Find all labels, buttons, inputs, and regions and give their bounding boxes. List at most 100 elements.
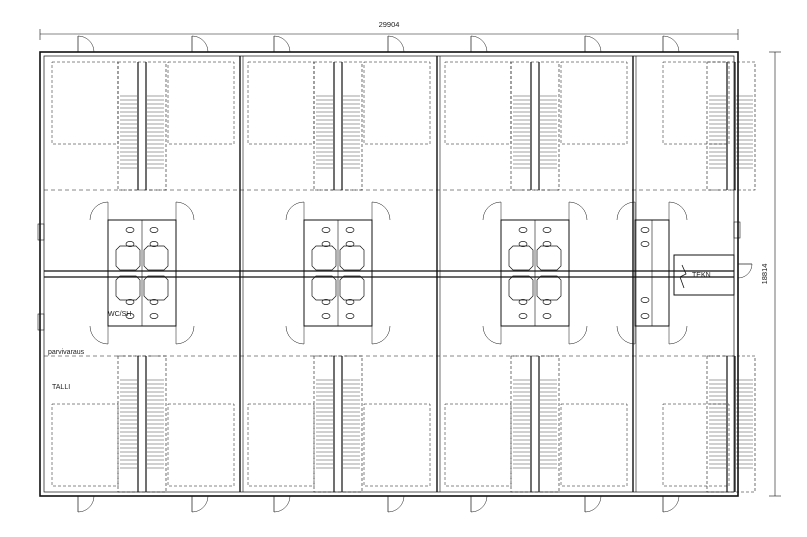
door-arc [668,201,688,221]
technical-room [673,254,735,296]
door-arc [285,325,305,345]
stall-box [662,61,730,145]
toilet-icon [321,227,331,233]
stall-box [560,61,628,145]
toilet-icon [149,313,159,319]
stair-shaft [706,61,756,191]
shower-outline [143,275,169,301]
toilet-icon [640,297,650,303]
door-arc [662,495,680,513]
door-arc [387,35,405,53]
toilet-icon [542,313,552,319]
door-arc [662,35,680,53]
door-arc [668,325,688,345]
stall-box [167,61,235,145]
door-arc [584,495,602,513]
width-dimension: 29904 [379,20,400,29]
shower-outline [311,245,337,271]
stall-box [444,403,512,487]
loft-label: parvivaraus [48,349,85,356]
stair-shaft [706,355,756,493]
shower-outline [115,275,141,301]
door-arc [77,495,95,513]
toilet-icon [321,299,331,305]
toilet-icon [518,227,528,233]
door-arc [568,201,588,221]
stall-box [363,403,431,487]
door-arc [175,325,195,345]
door-arc [737,263,753,279]
door-arc [273,495,291,513]
stair-shaft [117,61,167,191]
door-arc [470,35,488,53]
window-mark [37,313,45,331]
door-arc [191,35,209,53]
stall-box [560,403,628,487]
toilet-icon [345,227,355,233]
toilet-icon [321,241,331,247]
wc-label: WC/SH [108,311,131,318]
shower-outline [536,245,562,271]
toilet-icon [518,299,528,305]
door-arc [273,35,291,53]
toilet-icon [125,299,135,305]
door-arc [371,325,391,345]
door-arc [89,201,109,221]
stall-box [662,403,730,487]
height-dimension: 18814 [760,264,769,285]
door-arc [175,201,195,221]
shower-outline [339,275,365,301]
door-arc [470,495,488,513]
door-arc [371,201,391,221]
door-arc [387,495,405,513]
door-arc [616,325,636,345]
toilet-icon [149,241,159,247]
shower-outline [339,245,365,271]
shower-outline [508,275,534,301]
stall-box [167,403,235,487]
stall-box [363,61,431,145]
toilet-icon [542,241,552,247]
toilet-icon [518,241,528,247]
toilet-icon [542,227,552,233]
toilet-icon [345,241,355,247]
window-mark [733,221,741,239]
stall-box [247,403,315,487]
door-arc [285,201,305,221]
door-arc [89,325,109,345]
toilet-icon [542,299,552,305]
toilet-icon [640,227,650,233]
door-arc [584,35,602,53]
toilet-icon [125,241,135,247]
tekn-label: TEKN [692,272,711,279]
door-arc [482,201,502,221]
door-arc [616,201,636,221]
toilet-icon [345,313,355,319]
outer-wall [39,51,739,497]
stall-box [444,61,512,145]
toilet-icon [125,227,135,233]
stall-box [51,61,119,145]
stable-label: TALLI [52,384,70,391]
toilet-icon [321,313,331,319]
toilet-icon [345,299,355,305]
toilet-icon [640,241,650,247]
door-arc [482,325,502,345]
stair-shaft [313,61,363,191]
toilet-icon [640,313,650,319]
shower-outline [115,245,141,271]
shower-outline [311,275,337,301]
toilet-icon [149,227,159,233]
stair-shaft [510,61,560,191]
stall-box [247,61,315,145]
toilet-icon [518,313,528,319]
door-arc [568,325,588,345]
toilet-icon [125,313,135,319]
toilet-icon [149,299,159,305]
shower-outline [508,245,534,271]
shower-outline [143,245,169,271]
stall-box [51,403,119,487]
door-arc [191,495,209,513]
door-arc [77,35,95,53]
